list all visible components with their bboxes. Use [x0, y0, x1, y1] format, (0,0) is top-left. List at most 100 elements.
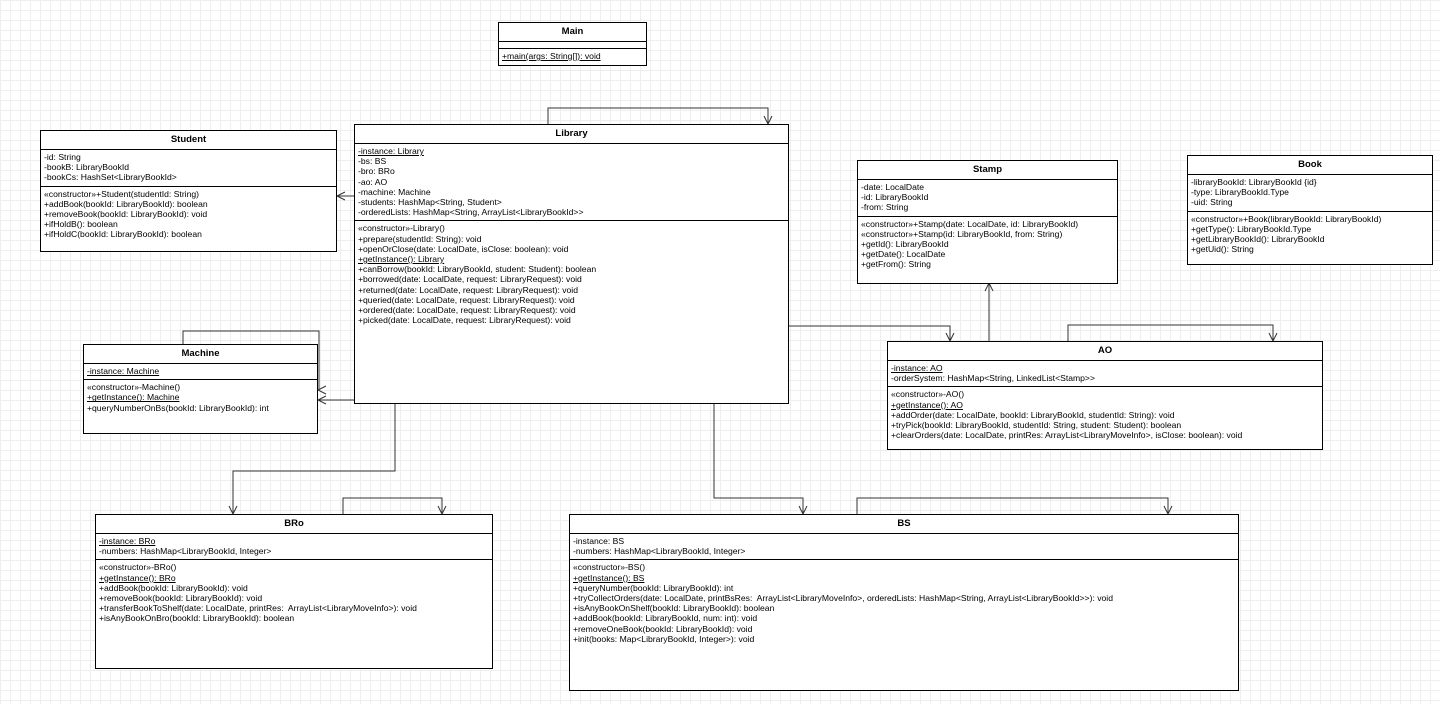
attribute: -instance: BRo [99, 536, 156, 546]
method: +getInstance(): Machine [87, 392, 180, 403]
method: +removeBook(bookId: LibraryBookId): void [44, 209, 208, 220]
method: «constructor»-AO() [891, 389, 965, 400]
attribute: -from: String [861, 202, 909, 213]
attribute: -orderedLists: HashMap<String, ArrayList… [358, 207, 584, 218]
method: +isAnyBookOnShelf(bookId: LibraryBookId)… [573, 603, 775, 614]
method: +getType(): LibraryBookId.Type [1191, 223, 1312, 234]
method: +getUid(): String [1191, 244, 1254, 255]
class-name: Main [499, 23, 646, 42]
attributes-section: -instance: BS-numbers: HashMap<LibraryBo… [570, 534, 1238, 561]
attributes-section: -instance: Library-bs: BS-bro: BRo-ao: A… [355, 144, 788, 222]
class-main[interactable]: Main +main(args: String[]): void [498, 22, 647, 66]
method: «constructor»-Library() [358, 223, 445, 234]
method: +removeOneBook(bookId: LibraryBookId): v… [573, 623, 753, 634]
method: +getFrom(): String [861, 259, 931, 270]
method: +transferBookToShelf(date: LocalDate, pr… [99, 603, 417, 614]
method: +init(books: Map<LibraryBookId, Integer>… [573, 633, 755, 644]
relation-bs-self [856, 497, 1169, 514]
arrowhead [1163, 505, 1173, 516]
method: «constructor»+Student(studentId: String) [44, 188, 200, 199]
class-book[interactable]: Book -libraryBookId: LibraryBookId {id}-… [1187, 155, 1433, 265]
methods-section: «constructor»-Machine()+getInstance(): M… [84, 380, 317, 416]
class-name: Stamp [858, 161, 1117, 180]
class-name: Machine [84, 345, 317, 364]
method: +queryNumber(bookId: LibraryBookId): int [573, 582, 734, 593]
method: +prepare(studentId: String): void [358, 233, 482, 244]
attributes-section: -instance: AO-orderSystem: HashMap<Strin… [888, 361, 1322, 388]
method: +ordered(date: LocalDate, request: Libra… [358, 305, 576, 316]
class-machine[interactable]: Machine -instance: Machine «constructor»… [83, 344, 318, 434]
attributes-section [499, 42, 646, 49]
methods-section: «constructor»+Book(libraryBookId: Librar… [1188, 212, 1432, 258]
attributes-section: -id: String-bookB: LibraryBookId-bookCs:… [41, 150, 336, 187]
arrowhead [984, 281, 994, 292]
arrowhead [228, 505, 238, 516]
attributes-section: -instance: BRo-numbers: HashMap<LibraryB… [96, 534, 492, 561]
relation-library-ao [788, 325, 951, 341]
class-name: Student [41, 131, 336, 150]
method: +borrowed(date: LocalDate, request: Libr… [358, 274, 582, 285]
method: +picked(date: LocalDate, request: Librar… [358, 315, 571, 326]
class-bro[interactable]: BRo -instance: BRo-numbers: HashMap<Libr… [95, 514, 493, 669]
method: +getInstance(): BS [573, 572, 645, 583]
methods-section: «constructor»+Stamp(date: LocalDate, id:… [858, 217, 1117, 273]
attributes-section: -instance: Machine [84, 364, 317, 381]
method: +queryNumberOnBs(bookId: LibraryBookId):… [87, 402, 269, 413]
attribute: -instance: BS [573, 536, 625, 546]
method: +getInstance(): AO [891, 399, 963, 410]
attribute: -uid: String [1191, 197, 1233, 208]
method: +removeBook(bookId: LibraryBookId): void [99, 593, 263, 604]
method: +getInstance(): Library [358, 254, 445, 265]
class-bs[interactable]: BS -instance: BS-numbers: HashMap<Librar… [569, 514, 1239, 691]
attribute: -date: LocalDate [861, 182, 925, 192]
relation-library-bs [713, 403, 804, 514]
method: +getInstance(): BRo [99, 572, 176, 583]
relation-library-self [547, 107, 769, 124]
method: +addOrder(date: LocalDate, bookId: Libra… [891, 409, 1175, 420]
method: +tryPick(bookId: LibraryBookId, studentI… [891, 420, 1182, 431]
arrowhead [316, 395, 327, 405]
method: +ifHoldB(): boolean [44, 219, 118, 230]
methods-section: «constructor»-AO()+getInstance(): AO+add… [888, 387, 1322, 443]
class-stamp[interactable]: Stamp -date: LocalDate-id: LibraryBookId… [857, 160, 1118, 284]
method: +addBook(bookId: LibraryBookId): boolean [44, 198, 208, 209]
method: +queried(date: LocalDate, request: Libra… [358, 294, 575, 305]
method: +addBook(bookId: LibraryBookId): void [99, 582, 248, 593]
attribute: -ao: AO [358, 176, 388, 187]
attribute: -students: HashMap<String, Student> [358, 197, 502, 208]
method: +main(args: String[]): void [502, 51, 601, 61]
arrowhead [945, 332, 955, 343]
attribute: -bookB: LibraryBookId [44, 162, 130, 173]
attribute: -instance: Machine [87, 366, 160, 376]
arrowhead [335, 191, 346, 201]
attribute: -numbers: HashMap<LibraryBookId, Integer… [573, 546, 746, 557]
method: +isAnyBookOnBro(bookId: LibraryBookId): … [99, 613, 295, 624]
method: «constructor»-BS() [573, 562, 646, 573]
attribute: -bs: BS [358, 156, 387, 167]
method: +addBook(bookId: LibraryBookId, num: int… [573, 613, 758, 624]
attribute: -instance: Library [358, 146, 424, 156]
method: +tryCollectOrders(date: LocalDate, print… [573, 593, 1113, 604]
class-ao[interactable]: AO -instance: AO-orderSystem: HashMap<St… [887, 341, 1323, 450]
relation-bro-self [342, 497, 443, 514]
attribute: -id: LibraryBookId [861, 192, 929, 203]
class-name: BS [570, 515, 1238, 534]
attribute: -machine: Machine [358, 186, 431, 197]
method: +getLibraryBookId(): LibraryBookId [1191, 234, 1325, 245]
attribute: -orderSystem: HashMap<String, LinkedList… [891, 373, 1095, 384]
method: +getId(): LibraryBookId [861, 239, 949, 250]
class-library[interactable]: Library -instance: Library-bs: BS-bro: B… [354, 124, 789, 404]
class-name: BRo [96, 515, 492, 534]
method: «constructor»-Machine() [87, 382, 181, 393]
class-student[interactable]: Student -id: String-bookB: LibraryBookId… [40, 130, 337, 252]
method: +ifHoldC(bookId: LibraryBookId): boolean [44, 229, 202, 240]
attribute: -bookCs: HashSet<LibraryBookId> [44, 172, 177, 183]
method: «constructor»-BRo() [99, 562, 177, 573]
relation-ao-self [1067, 324, 1274, 341]
method: +canBorrow(bookId: LibraryBookId, studen… [358, 264, 597, 275]
methods-section: «constructor»-BRo()+getInstance(): BRo+a… [96, 560, 492, 626]
methods-section: «constructor»-BS()+getInstance(): BS+que… [570, 560, 1238, 647]
arrowhead [798, 505, 808, 516]
attribute: -libraryBookId: LibraryBookId {id} [1191, 177, 1317, 187]
methods-section: +main(args: String[]): void [499, 49, 646, 64]
